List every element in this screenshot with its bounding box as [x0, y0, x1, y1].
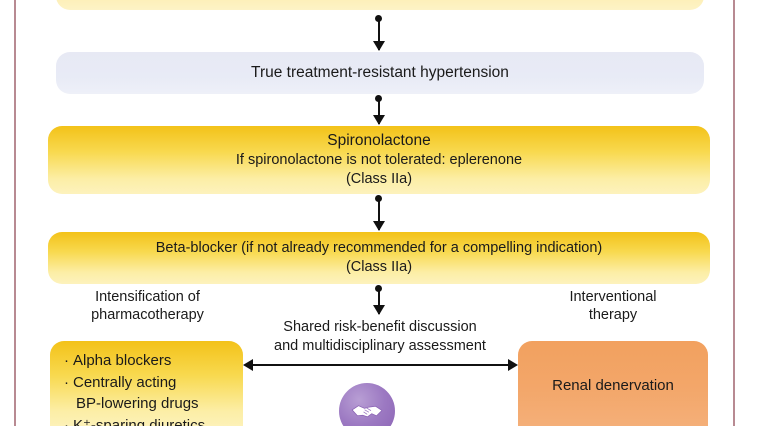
connector-stem: [378, 96, 380, 124]
connector-arrowhead: [372, 41, 385, 51]
column-heading-interventional-line2: therapy: [588, 307, 638, 324]
column-heading-intensification: Intensification of pharmacotherapy: [60, 288, 235, 324]
node-true-trh-label: True treatment-resistant hypertension: [251, 63, 509, 81]
column-heading-intensification-line2: pharmacotherapy: [91, 307, 204, 324]
shared-discussion-caption: Shared risk-benefit discussion and multi…: [248, 318, 512, 356]
list-item: ·Alpha blockers: [64, 351, 171, 371]
shared-discussion-caption-line1: Shared risk-benefit discussion: [283, 319, 477, 335]
bullet-icon: ·: [64, 416, 69, 426]
node-top-cutoff: [56, 0, 704, 10]
connector-stem: [378, 286, 380, 314]
connector-dot: [375, 15, 383, 22]
node-spironolactone: Spironolactone If spironolactone is not …: [48, 126, 710, 194]
list-item: ·Centrally acting: [64, 373, 176, 393]
node-beta-blocker: Beta-blocker (if not already recommended…: [48, 232, 710, 284]
connector-spironolactone-to-beta-blocker: [372, 195, 386, 231]
connector-stem: [378, 196, 380, 230]
connector-arrowhead: [372, 221, 385, 231]
connector-top-to-true-trh: [372, 15, 386, 51]
column-heading-interventional-line1: Interventional: [569, 289, 657, 305]
arrowhead-left: [243, 359, 253, 371]
page-rule-left: [14, 0, 16, 426]
connector-beta-blocker-to-shared-discussion: [372, 285, 386, 315]
shared-discussion-caption-line2: and multidisciplinary assessment: [274, 337, 486, 354]
connector-bar: [252, 364, 509, 366]
connector-horizontal-double-arrow: [243, 359, 518, 371]
node-true-treatment-resistant-hypertension: True treatment-resistant hypertension: [56, 52, 704, 94]
list-item-label: Centrally acting: [73, 373, 177, 391]
connector-true-trh-to-spironolactone: [372, 95, 386, 125]
node-spironolactone-title: Spironolactone: [327, 132, 431, 150]
node-spironolactone-alternative: If spironolactone is not tolerated: eple…: [235, 152, 523, 169]
node-beta-blocker-title: Beta-blocker (if not already recommended…: [155, 240, 603, 257]
connector-arrowhead: [372, 305, 385, 315]
list-item-continuation: BP-lowering drugs: [76, 395, 199, 412]
connector-arrowhead: [372, 115, 385, 125]
node-pharmacotherapy-options: ·Alpha blockers ·Centrally acting BP-low…: [50, 341, 243, 426]
handshake-icon: [351, 405, 383, 418]
node-renal-denervation-label: Renal denervation: [552, 377, 674, 395]
bullet-icon: ·: [64, 373, 69, 391]
list-item-label: K⁺-sparing diuretics: [73, 416, 206, 426]
connector-dot: [375, 195, 383, 202]
arrowhead-right: [508, 359, 518, 371]
connector-dot: [375, 95, 383, 102]
column-heading-intensification-line1: Intensification of: [95, 289, 200, 305]
page-rule-right: [733, 0, 735, 426]
list-item-label: Alpha blockers: [73, 352, 172, 369]
handshake-badge: [339, 383, 395, 426]
node-renal-denervation: Renal denervation: [518, 341, 708, 426]
list-item: · K⁺-sparing diuretics: [64, 416, 205, 426]
column-heading-interventional: Interventional therapy: [523, 288, 703, 324]
connector-stem: [378, 16, 380, 50]
node-beta-blocker-class: (Class IIa): [345, 259, 413, 275]
bullet-icon: ·: [64, 352, 69, 369]
connector-dot: [375, 285, 383, 292]
node-spironolactone-class: (Class IIa): [345, 171, 413, 188]
